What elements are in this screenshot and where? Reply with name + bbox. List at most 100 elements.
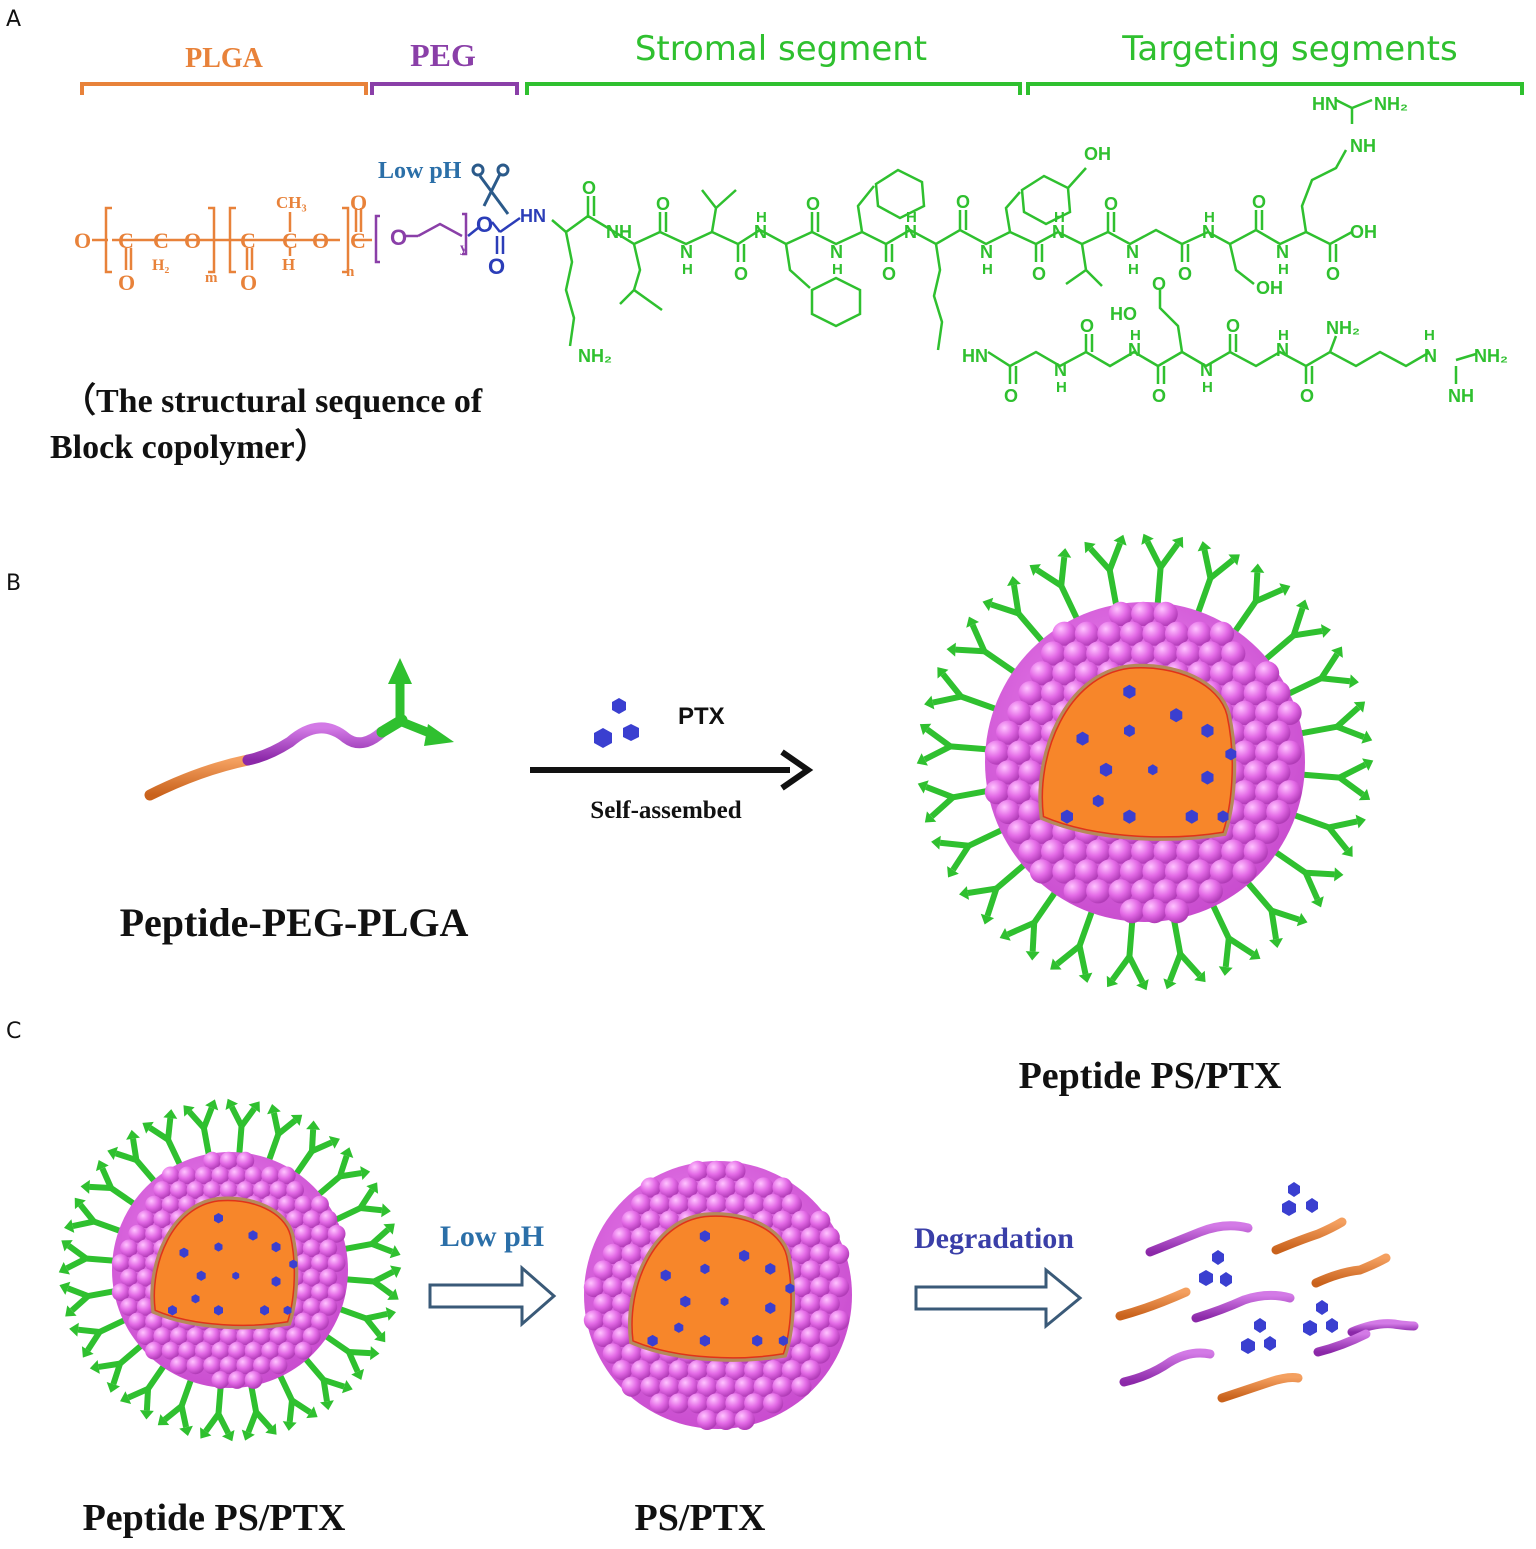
svg-text:H: H [1204,209,1215,226]
peptide-ligand [1084,534,1127,610]
svg-text:O: O [956,192,970,212]
svg-text:H: H [756,209,767,226]
svg-text:O: O [488,254,505,279]
svg-text:NH: NH [1350,136,1376,156]
svg-text:H: H [832,261,843,278]
carbamate-atoms: O O [476,212,505,279]
svg-text:N: N [1128,340,1141,360]
self-assembly-arrow [530,749,814,791]
peptide-ligand [64,1197,124,1235]
svg-text:N: N [1276,340,1289,360]
peptide-ligand [931,826,1006,878]
hydrophobic-core [1041,667,1234,838]
peptide-ligand [1300,758,1374,801]
stromal-label: Stromal segment [635,29,927,69]
peptide-ligand [916,723,990,766]
degraded-fragments [1115,1182,1419,1403]
svg-text:N: N [1126,242,1139,262]
peptide-ligand [322,1332,380,1380]
panel-letter-a: A [6,7,21,32]
peptide-ligand [336,1305,396,1343]
peptide-atoms: HN O NH NH₂ O N H O H N O N H O H N O N … [520,94,1508,406]
svg-text:C: C [240,228,256,253]
svg-text:O: O [882,264,896,284]
polymer-label: Peptide-PEG-PLGA [120,900,469,945]
plga-bracket [80,82,368,95]
svg-text:OH: OH [1256,278,1283,298]
peptide-ligand [157,1376,195,1436]
peptide-ligand [331,1182,391,1224]
peptide-ligand [183,1099,219,1159]
svg-text:O: O [1032,264,1046,284]
svg-text:O: O [1104,194,1118,214]
svg-text:H: H [1278,261,1289,278]
svg-text:CH₃: CH₃ [276,193,307,212]
svg-text:NH₂: NH₂ [1326,318,1360,338]
svg-text:n: n [346,264,355,280]
caption-line-2: Block copolymer） [50,427,329,466]
peptide-ligand [58,1240,117,1275]
peptide-ligand [1271,848,1344,908]
svg-text:H: H [1278,327,1289,344]
svg-text:m: m [205,270,218,286]
peptide-ligand [1209,901,1261,976]
peptide-ligand [225,1098,260,1157]
plga-structure [92,206,372,274]
svg-text:O: O [1152,274,1166,294]
svg-text:OH: OH [1350,222,1377,242]
svg-text:O: O [1326,264,1340,284]
peptide-ligand [120,1362,168,1420]
peptide-ligand [314,1147,371,1199]
peptide-ligand [343,1265,402,1300]
ptx-label: PTX [678,703,725,730]
svg-text:NH₂: NH₂ [1374,94,1408,114]
peptide-ligand [301,1354,353,1411]
svg-text:O: O [118,270,135,295]
peptide-ligand [80,1160,138,1208]
svg-text:H: H [1424,327,1435,344]
svg-text:O: O [582,178,596,198]
peptide-ligand [1163,914,1206,990]
degradation-arrow [914,1266,1083,1330]
peptide-ligand [917,780,993,823]
svg-text:O: O [184,228,201,253]
peptide-ligand [1261,599,1331,664]
self-assembly-label: Self-assembed [590,797,741,824]
svg-text:H: H [682,261,693,278]
targeting-bracket [1026,82,1524,95]
ps-particle [583,1160,852,1430]
peptide-ligand [1141,533,1184,607]
peptide-structure [551,98,1477,384]
peptide-ligand [1231,563,1291,636]
svg-text:N: N [1276,242,1289,262]
peg-bracket [370,82,519,95]
peptide-ligand [1290,811,1366,857]
svg-text:HO: HO [1110,304,1137,324]
svg-text:HN: HN [962,346,988,366]
svg-text:H: H [1202,379,1213,396]
svg-text:NH: NH [1448,386,1474,406]
svg-text:HN: HN [520,206,546,226]
svg-text:N: N [1424,346,1437,366]
svg-text:O: O [656,194,670,214]
peptide-particle-c [58,1098,402,1442]
svg-text:C: C [350,228,366,253]
stromal-bracket [525,82,1022,95]
svg-text:H: H [1054,209,1065,226]
svg-text:O: O [1080,316,1094,336]
scissors-icon [471,163,510,215]
caption-line-1: （The structural sequence of [62,381,483,420]
peptide-ligand [276,1371,318,1431]
peptide-ligand [292,1120,340,1178]
svg-text:O: O [1152,386,1166,406]
panel-letter-b: B [6,571,21,596]
peptide-ligand [959,860,1029,925]
peptide-ligand [924,667,1000,713]
low-ph-arrow-label: Low pH [440,1220,544,1253]
svg-text:O: O [1178,264,1192,284]
svg-text:N: N [830,242,843,262]
svg-text:NH₂: NH₂ [578,346,612,366]
targeting-label: Targeting segments [1121,29,1457,69]
svg-text:C: C [282,228,298,253]
svg-text:O: O [74,228,91,253]
